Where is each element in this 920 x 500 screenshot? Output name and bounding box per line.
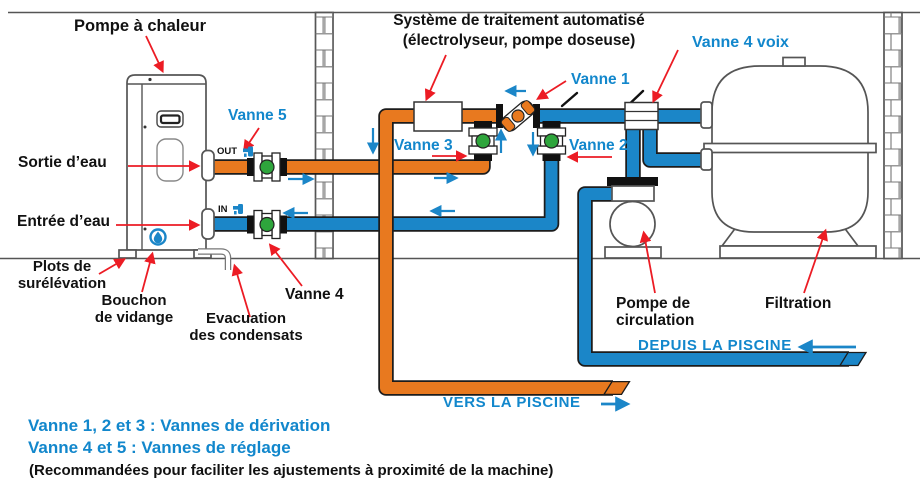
label-valve-2: Vanne 2 — [569, 137, 628, 154]
label-water-outlet: Sortie d’eau — [18, 154, 107, 171]
left-wall — [314, 11, 334, 260]
faucet-icon-in — [233, 204, 243, 215]
valve-1 — [496, 100, 540, 132]
filter-cap — [782, 56, 806, 67]
outlet-port — [201, 149, 215, 182]
condensate-drain — [198, 248, 232, 270]
label-to-pool: VERS LA PISCINE — [443, 394, 581, 411]
label-condensate-line1: Evacuation — [205, 310, 287, 327]
label-circulation-pump-line1: Pompe de — [616, 295, 691, 312]
riser-foot — [118, 249, 137, 259]
legend-line3: (Recommandées pour faciliter les ajustem… — [29, 462, 554, 479]
valve-handle — [629, 89, 645, 104]
label-water-inlet: Entrée d’eau — [17, 213, 111, 230]
four-way-valve — [624, 89, 659, 131]
label-condensate-line2: des condensats — [189, 327, 303, 344]
legend-line1: Vanne 1, 2 et 3 : Vannes de dérivation — [28, 416, 331, 435]
right-wall — [883, 11, 903, 260]
valve-3 — [468, 120, 498, 162]
label-valve-1: Vanne 1 — [571, 71, 630, 88]
valve-4 — [246, 209, 288, 240]
filter-band — [703, 142, 877, 154]
label-out-port: OUT — [217, 146, 238, 157]
label-valve-3: Vanne 3 — [394, 137, 453, 154]
filter-mid-port — [700, 148, 713, 171]
label-in-port: IN — [218, 204, 228, 215]
label-valve-5: Vanne 5 — [228, 107, 287, 124]
label-treatment-line1: Système de traitement automatisé — [393, 12, 645, 29]
flow-arrows — [282, 84, 856, 412]
label-treatment-line2: (électrolyseur, pompe doseuse) — [402, 32, 636, 49]
label-valve-4: Vanne 4 — [285, 286, 344, 303]
label-valve-4way: Vanne 4 voix — [692, 34, 789, 51]
legend-line2: Vanne 4 et 5 : Vannes de réglage — [28, 438, 291, 457]
label-heat-pump: Pompe à chaleur — [74, 17, 207, 35]
drain-plug-icon — [149, 228, 167, 246]
heat-pump-unit — [118, 74, 232, 270]
valve-2 — [536, 120, 567, 162]
label-circulation-pump-line2: circulation — [616, 312, 695, 329]
inlet-port — [201, 208, 215, 240]
pointer-arrows — [98, 35, 828, 318]
label-risers-line1: Plots de — [32, 258, 92, 275]
label-filtration: Filtration — [765, 295, 832, 312]
valve-handle — [560, 91, 579, 108]
treatment-system-box — [413, 101, 463, 132]
faucet-icon-out — [243, 146, 253, 157]
label-drain-plug-line2: de vidange — [94, 309, 174, 326]
valve-5 — [246, 152, 288, 182]
filter-tank — [703, 56, 877, 259]
label-risers-line2: surélévation — [17, 275, 107, 292]
circulation-pump — [604, 177, 662, 259]
label-drain-plug-line1: Bouchon — [101, 292, 167, 309]
filter-top-port — [700, 101, 713, 129]
label-from-pool: DEPUIS LA PISCINE — [638, 337, 792, 354]
